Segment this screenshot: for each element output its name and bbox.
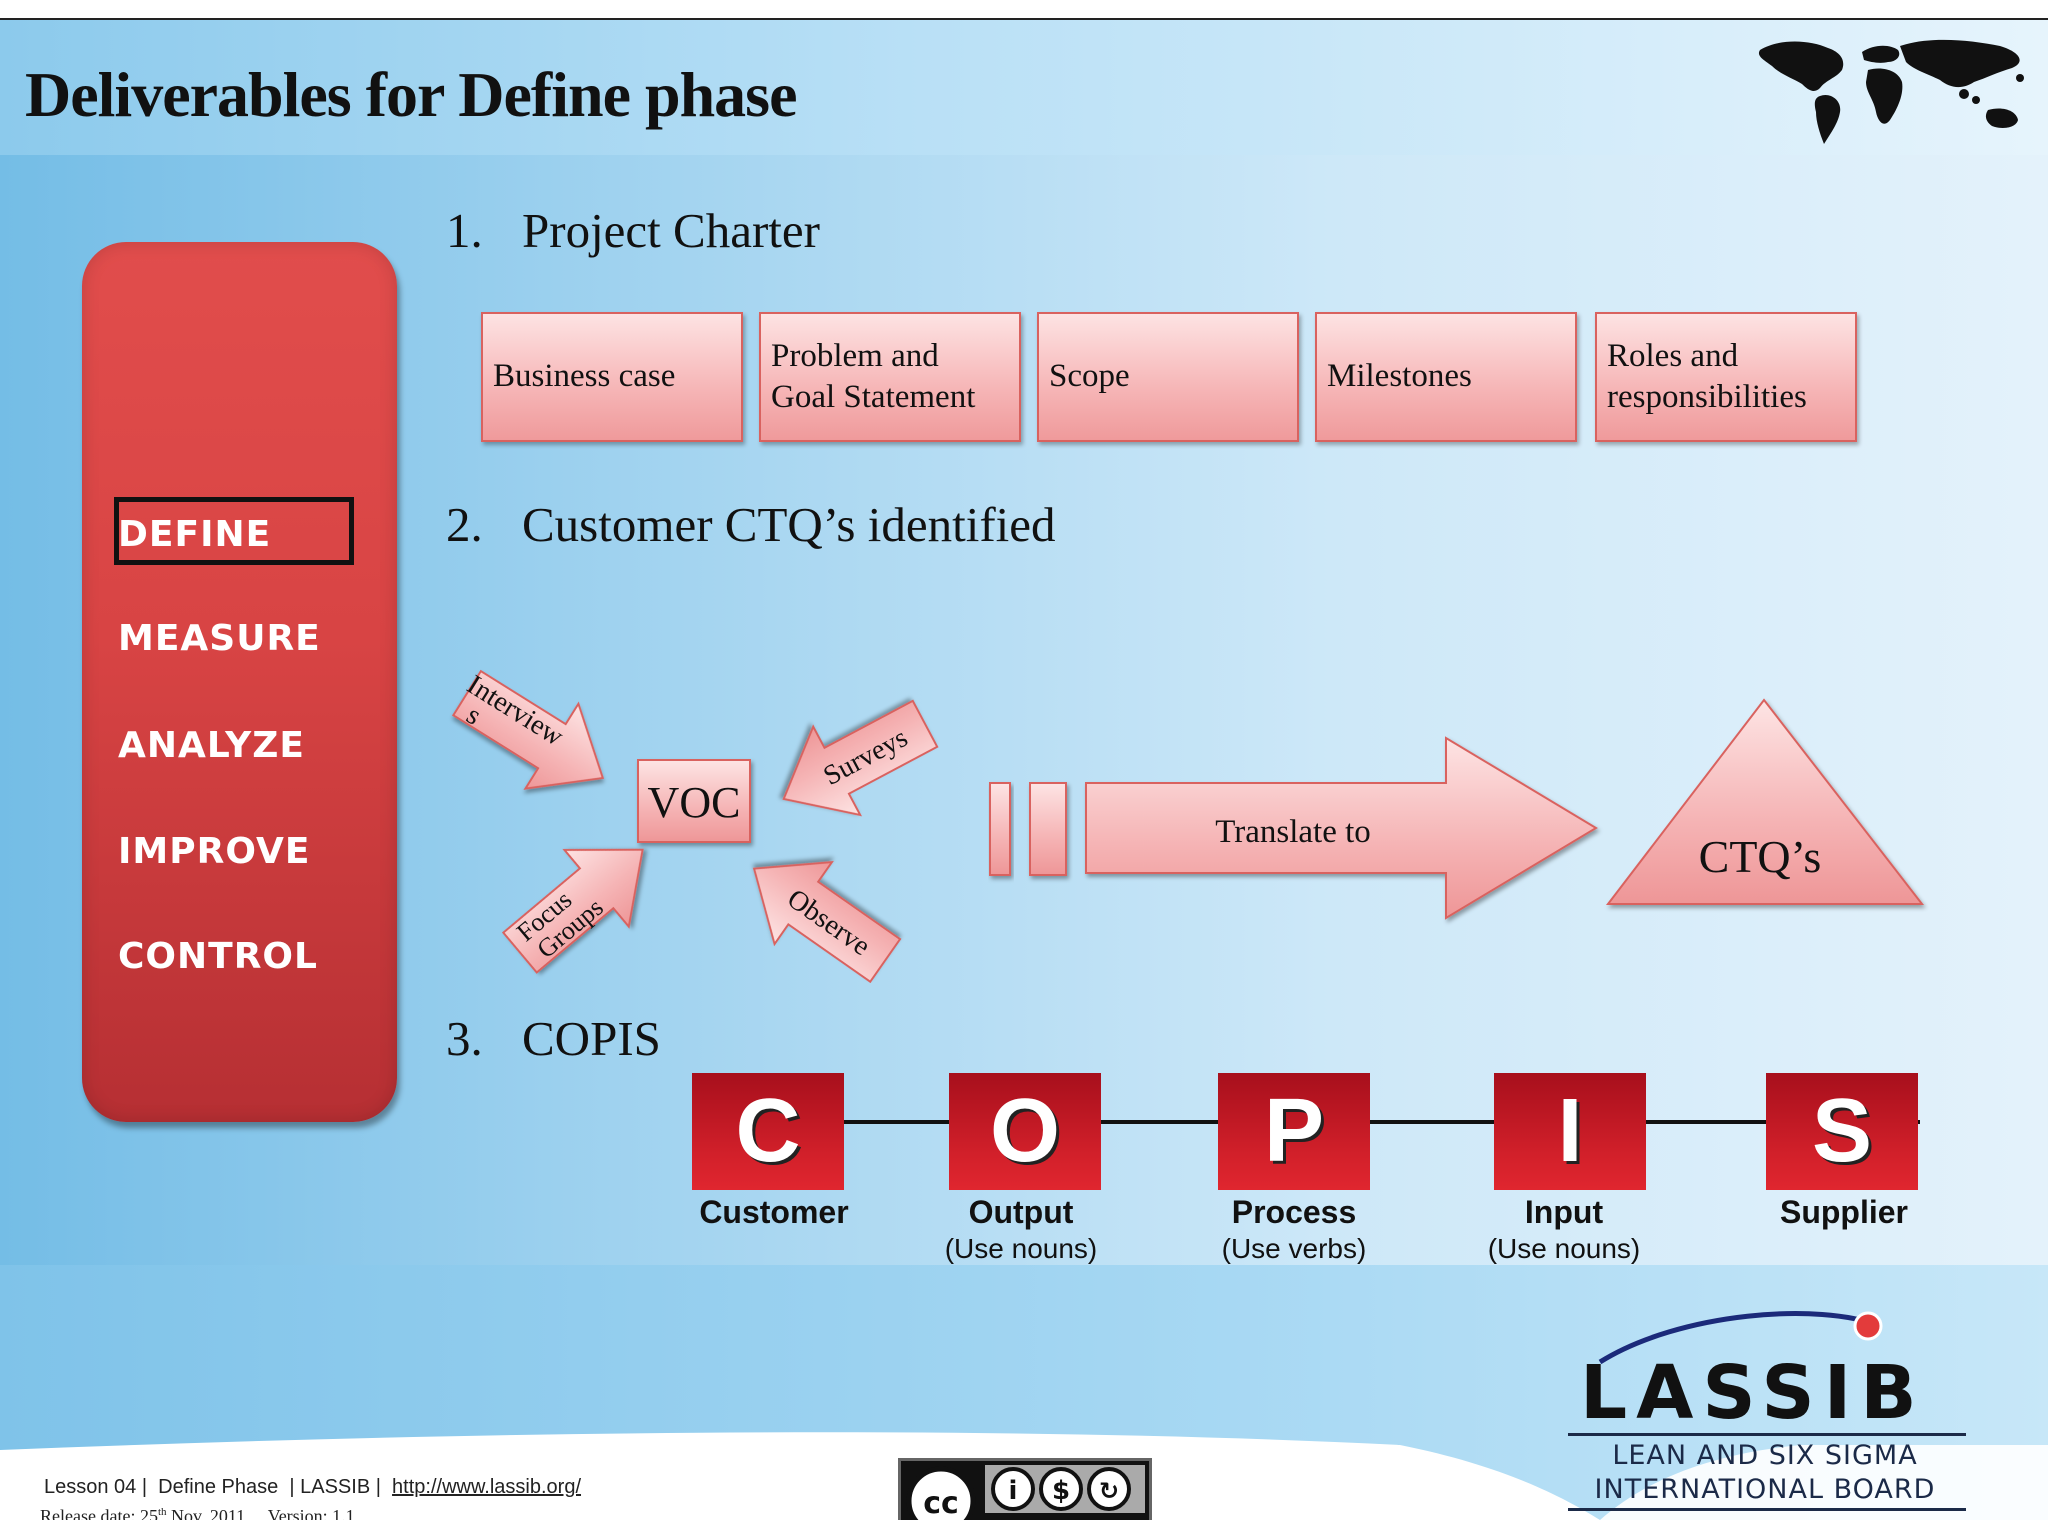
copis-box-i: I bbox=[1494, 1073, 1646, 1190]
charter-scope: Scope bbox=[1037, 312, 1299, 442]
title-band bbox=[0, 20, 2048, 155]
page-title: Deliverables for Define phase bbox=[25, 59, 797, 130]
lassib-name: LASSIB bbox=[1580, 1350, 1926, 1436]
copis-label-output: Output bbox=[968, 1194, 1074, 1230]
translate-label: Translate to bbox=[1215, 814, 1371, 850]
copis-box-p: P bbox=[1218, 1073, 1370, 1190]
footer-lesson-line: Lesson 04 | Define Phase | LASSIB | http… bbox=[44, 1476, 582, 1498]
lassib-logo: LASSIB LEAN AND SIX SIGMA INTERNATIONAL … bbox=[1560, 1302, 1980, 1512]
copis-box-c: C bbox=[692, 1073, 844, 1190]
lassib-url-link[interactable]: http://www.lassib.org/ bbox=[392, 1476, 582, 1498]
section-customer-ctq: 2.Customer CTQ’s identified bbox=[446, 497, 1056, 552]
charter-milestones: Milestones bbox=[1315, 312, 1577, 442]
copis-connector-line bbox=[840, 1120, 1920, 1124]
translate-bar-1 bbox=[989, 782, 1011, 876]
phase-measure: MEASURE bbox=[118, 618, 321, 659]
copis-label-supplier: Supplier bbox=[1779, 1194, 1908, 1230]
cc-by-nc-sa-icon: cc i $ ↻ BY NC SA bbox=[901, 1461, 1149, 1520]
lassib-rule-bottom bbox=[1568, 1508, 1966, 1511]
lassib-subtitle-1: LEAN AND SIX SIGMA bbox=[1612, 1440, 1918, 1471]
svg-text:$: $ bbox=[1052, 1476, 1070, 1506]
lassib-subtitle-2: INTERNATIONAL BOARD bbox=[1594, 1474, 1936, 1505]
svg-text:cc: cc bbox=[923, 1486, 959, 1520]
svg-text:NC: NC bbox=[1049, 1517, 1073, 1520]
copis-sub-input: (Use nouns) bbox=[1487, 1233, 1641, 1264]
phase-improve: IMPROVE bbox=[118, 831, 311, 872]
surveys-arrow: Surveys bbox=[782, 699, 939, 817]
translate-bar-2 bbox=[1029, 782, 1067, 876]
world-map-icon bbox=[1758, 39, 2024, 144]
footer-release-line: Release date: 25th Nov, 2011 Version: 1.… bbox=[40, 1506, 355, 1520]
voc-box bbox=[637, 759, 751, 843]
svg-text:SA: SA bbox=[1098, 1517, 1121, 1520]
ctq-triangle bbox=[1605, 698, 1925, 905]
svg-text:i: i bbox=[1009, 1476, 1018, 1506]
lassib-swoosh-icon bbox=[1598, 1311, 1883, 1365]
charter-business-case: Business case bbox=[481, 312, 743, 442]
copis-label-process: Process bbox=[1231, 1194, 1357, 1230]
interviews-arrow: Interview s bbox=[451, 669, 605, 790]
cc-license-badge: cc i $ ↻ BY NC SA bbox=[898, 1458, 1152, 1520]
copis-label-customer: Customer bbox=[699, 1194, 849, 1230]
copis-sub-process: (Use verbs) bbox=[1221, 1233, 1367, 1264]
define-highlight-box bbox=[114, 497, 354, 565]
translate-arrow bbox=[1085, 736, 1598, 920]
dmaic-phase-column: DEFINE MEASURE ANALYZE IMPROVE CONTROL bbox=[82, 242, 397, 1122]
svg-text:↻: ↻ bbox=[1099, 1477, 1119, 1505]
ctq-label: CTQ’s bbox=[1699, 831, 1822, 882]
ctq-diagram: VOC Interview s Surveys Focus Groups Obs… bbox=[451, 669, 1925, 984]
voc-label: VOC bbox=[648, 778, 741, 827]
phase-define: DEFINE bbox=[118, 514, 272, 555]
lassib-rule-top bbox=[1568, 1433, 1966, 1436]
phase-analyze: ANALYZE bbox=[118, 725, 305, 766]
copis-box-s: S bbox=[1766, 1073, 1918, 1190]
phase-control: CONTROL bbox=[118, 936, 318, 977]
svg-text:BY: BY bbox=[1002, 1517, 1025, 1520]
section-project-charter: 1.Project Charter bbox=[446, 203, 820, 258]
copis-sub-output: (Use nouns) bbox=[944, 1233, 1098, 1264]
observe-arrow: Observe bbox=[752, 860, 902, 984]
slide: Deliverables for Define phase DEFINE MEA… bbox=[0, 18, 2048, 1520]
copis-label-input: Input bbox=[1524, 1194, 1604, 1230]
footer-swoosh bbox=[0, 1432, 2048, 1520]
copis-box-o: O bbox=[949, 1073, 1101, 1190]
section-copis: 3.COPIS bbox=[446, 1011, 661, 1066]
